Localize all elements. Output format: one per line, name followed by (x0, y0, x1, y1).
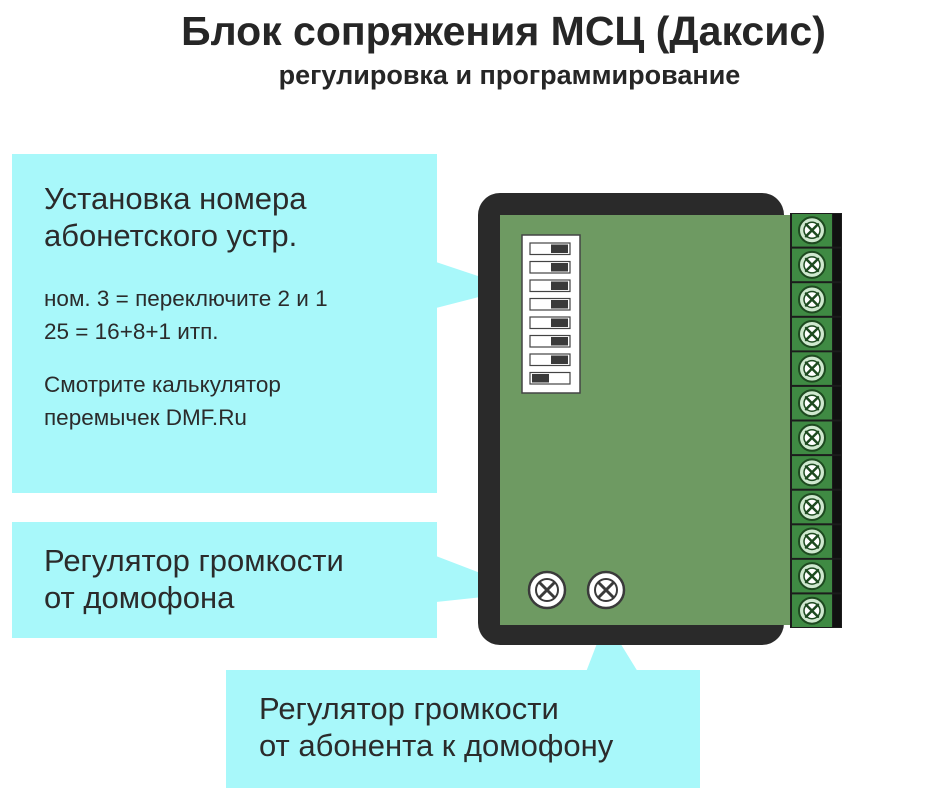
address-title-line2: абонетского устр. (44, 218, 298, 253)
terminal-screw-icon (792, 456, 841, 489)
callout-volume-subscriber-box (226, 620, 700, 788)
terminal-screw-icon (792, 559, 841, 593)
volume-trimmer-subscriber[interactable] (586, 570, 626, 610)
terminal-screw-icon (792, 525, 841, 558)
page-title: Блок сопряжения МСЦ (Даксис) (181, 8, 826, 54)
dip-switch-toggle[interactable] (529, 371, 571, 385)
terminal-screw-icon (792, 248, 841, 282)
terminal-screw-icon (792, 352, 841, 385)
terminal-screw-icon (792, 317, 841, 351)
address-note1: Смотрите калькулятор (44, 372, 281, 397)
terminal-screw-icon (792, 214, 841, 247)
callout-volume-subscriber: Регулятор громкости от абонента к домофо… (259, 690, 613, 764)
terminal-screw-icon (792, 490, 841, 524)
address-note2: перемычек DMF.Ru (44, 405, 247, 430)
dip-switch-toggle[interactable] (529, 334, 571, 348)
callout-address-box (12, 154, 514, 493)
dip-switch-toggle[interactable] (529, 260, 571, 274)
volume-intercom-line1: Регулятор громкости (44, 543, 344, 578)
page-subtitle: регулировка и программирование (278, 60, 741, 90)
terminal-block (790, 213, 842, 628)
volume-subscriber-line2: от абонента к домофону (259, 728, 614, 763)
dip-switch-toggle[interactable] (529, 316, 571, 330)
callout-volume-intercom-box (12, 522, 530, 638)
dip-switch[interactable] (521, 234, 581, 394)
address-title-line1: Установка номера (44, 181, 307, 216)
terminal-screw-icon (792, 386, 841, 420)
terminal-screw-icon (792, 283, 841, 316)
volume-subscriber-line1: Регулятор громкости (259, 691, 559, 726)
callout-address: Установка номера абонетского устр. ном. … (44, 180, 328, 434)
volume-intercom-line2: от домофона (44, 580, 235, 615)
volume-trimmer-intercom[interactable] (527, 570, 567, 610)
address-example1: ном. 3 = переключите 2 и 1 (44, 286, 328, 311)
address-example2: 25 = 16+8+1 итп. (44, 319, 219, 344)
dip-switch-toggle[interactable] (529, 279, 571, 293)
dip-switch-toggle[interactable] (529, 353, 571, 367)
terminal-screw-icon (792, 421, 841, 455)
dip-switch-toggle[interactable] (529, 242, 571, 256)
callout-volume-intercom: Регулятор громкости от домофона (44, 542, 344, 616)
dip-switch-toggle[interactable] (529, 297, 571, 311)
terminal-screw-icon (792, 594, 841, 627)
